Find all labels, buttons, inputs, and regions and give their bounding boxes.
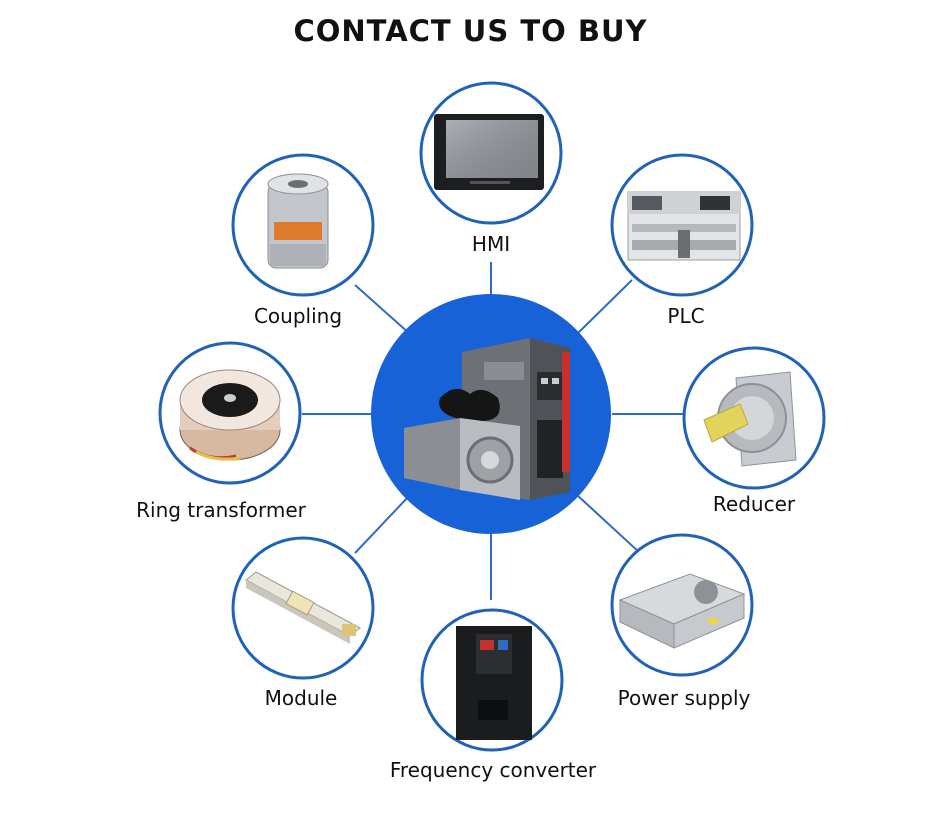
linear-module-icon bbox=[245, 571, 361, 644]
label-reducer: Reducer bbox=[712, 492, 796, 516]
coupling-icon bbox=[267, 173, 329, 269]
ring-transformer-icon bbox=[179, 369, 281, 461]
connector-lines bbox=[302, 262, 690, 600]
power-supply-icon bbox=[618, 573, 746, 649]
plc-icon bbox=[627, 191, 741, 261]
reducer-icon bbox=[703, 371, 797, 467]
label-hmi: HMI bbox=[471, 232, 511, 256]
center-hub bbox=[371, 294, 611, 534]
frequency-converter-icon bbox=[456, 626, 532, 740]
label-frequency-converter: Frequency converter bbox=[389, 758, 597, 782]
hmi-icon bbox=[434, 114, 544, 190]
label-ring-transformer: Ring transformer bbox=[136, 498, 306, 522]
servo-motor-icon bbox=[404, 388, 520, 500]
label-power-supply: Power supply bbox=[617, 686, 751, 710]
label-module: Module bbox=[264, 686, 338, 710]
page-title: CONTACT US TO BUY bbox=[293, 14, 648, 48]
label-coupling: Coupling bbox=[253, 304, 343, 328]
label-plc: PLC bbox=[667, 304, 705, 328]
